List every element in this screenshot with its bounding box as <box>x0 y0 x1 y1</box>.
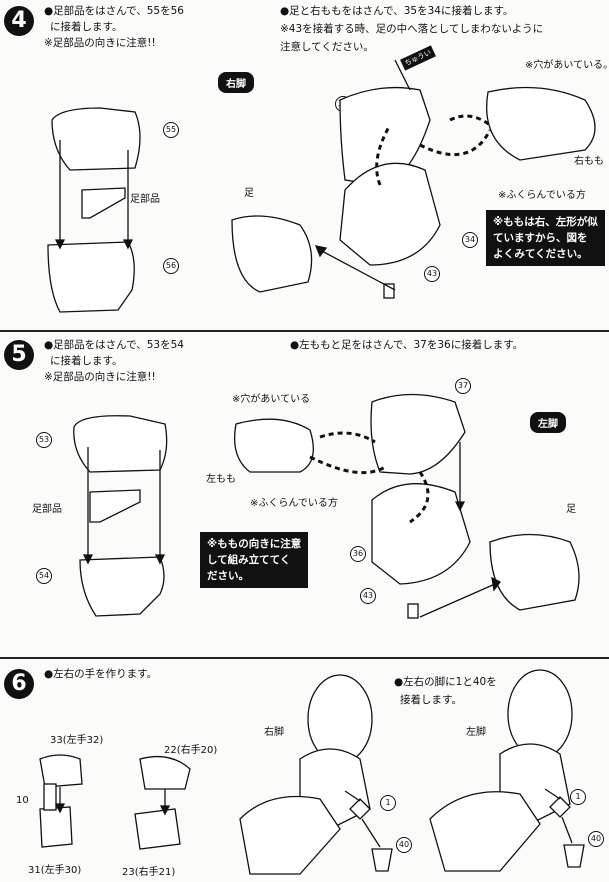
step6-illustration <box>39 669 585 875</box>
hand-label-22: 22(右手20) <box>164 745 218 756</box>
step4-note-box: ※ももは右、左形が似 ていますから、図を よくみてください。 <box>486 210 605 266</box>
part-number-36: 36 <box>350 546 366 562</box>
step5-foot-callout: 足 <box>566 504 576 515</box>
hand-label-33: 33(左手32) <box>50 735 104 746</box>
step5-note-line-3: ださい。 <box>207 570 249 582</box>
step6-right-line-1: ●左右の脚に1と40を <box>394 676 497 688</box>
step-4-section: 4 ●足部品をはさんで、55を56 に接着します。 ※足部品の向きに注意!! ●… <box>0 0 609 330</box>
step4-instruction-line-1: ●足部品をはさんで、55を56 <box>44 5 184 17</box>
part-number-34: 34 <box>462 232 478 248</box>
step5-foot-part-callout: 足部品 <box>32 504 62 515</box>
step5-instruction-line-1: ●足部品をはさんで、53を54 <box>44 339 184 351</box>
hand-label-10: 10 <box>16 795 29 806</box>
part-number-37: 37 <box>455 378 471 394</box>
step4-note-line-2: ていますから、図を <box>493 232 588 244</box>
step5-instruction-line-2: に接着します。 <box>50 355 123 367</box>
foot-part-callout: 足部品 <box>130 194 160 205</box>
part-number-55: 55 <box>163 122 179 138</box>
step4-right-line-2: ※43を接着する時、足の中へ落としてしまわないように <box>280 23 544 35</box>
hand-label-31: 31(左手30) <box>28 865 82 876</box>
step4-right-line-1: ●足と右ももをはさんで、35を34に接着します。 <box>280 5 514 17</box>
foot-callout: 足 <box>244 188 254 199</box>
part-number-43: 43 <box>424 266 440 282</box>
divider-4-5 <box>0 330 609 332</box>
step5-bulge-callout: ※ふくらんでいる方 <box>250 498 338 509</box>
part-number-56: 56 <box>163 258 179 274</box>
step5-part-number-43: 43 <box>360 588 376 604</box>
hole-callout: ※穴があいている。 <box>525 60 609 71</box>
step4-instruction-line-2: に接着します。 <box>50 21 123 33</box>
right-leg-label: 右脚 <box>264 727 284 738</box>
step-6-section: 6 ●左右の手を作ります。 ●左右の脚に1と40を 接着します。 33(左手32… <box>0 659 609 882</box>
step4-right-line-3: 注意してください。 <box>280 41 374 53</box>
left-leg-label: 左脚 <box>466 727 486 738</box>
step5-thigh-callout: 左もも <box>206 474 236 485</box>
step4-warning-line: ※足部品の向きに注意!! <box>44 37 156 49</box>
step5-right-line-1: ●左ももと足をはさんで、37を36に接着します。 <box>290 339 524 351</box>
step4-note-line-3: よくみてください。 <box>493 248 588 260</box>
step-5-section: 5 ●足部品をはさんで、53を54 に接着します。 ※足部品の向きに注意!! ●… <box>0 332 609 657</box>
step4-illustration <box>47 59 596 313</box>
bulge-callout: ※ふくらんでいる方 <box>498 190 586 201</box>
part-number-54: 54 <box>36 568 52 584</box>
left-leg-badge: 左脚 <box>530 412 566 433</box>
step6-right-line-2: 接着します。 <box>400 694 462 706</box>
step-number-4: 4 <box>4 6 34 36</box>
step5-warning-line: ※足部品の向きに注意!! <box>44 371 156 383</box>
step4-note-line-1: ※ももは右、左形が似 <box>493 216 598 228</box>
hand-label-23: 23(右手21) <box>122 867 176 878</box>
step5-note-line-1: ※ももの向きに注意 <box>207 538 302 550</box>
step6-instruction-line-1: ●左右の手を作ります。 <box>44 668 158 680</box>
step-number-6: 6 <box>4 669 34 699</box>
step-number-5: 5 <box>4 340 34 370</box>
step5-note-box: ※ももの向きに注意 して組み立ててく ださい。 <box>200 532 309 588</box>
thigh-callout: 右もも <box>574 156 604 167</box>
step5-illustration <box>73 393 580 619</box>
part-number-40-left: 40 <box>588 831 604 847</box>
part-number-1-left: 1 <box>570 789 586 805</box>
right-leg-badge: 右脚 <box>218 72 254 93</box>
part-number-1-right: 1 <box>380 795 396 811</box>
divider-5-6 <box>0 657 609 659</box>
part-number-40-right: 40 <box>396 837 412 853</box>
step5-note-line-2: して組み立ててく <box>207 554 291 566</box>
part-number-53: 53 <box>36 432 52 448</box>
step5-hole-callout: ※穴があいている <box>232 394 311 405</box>
